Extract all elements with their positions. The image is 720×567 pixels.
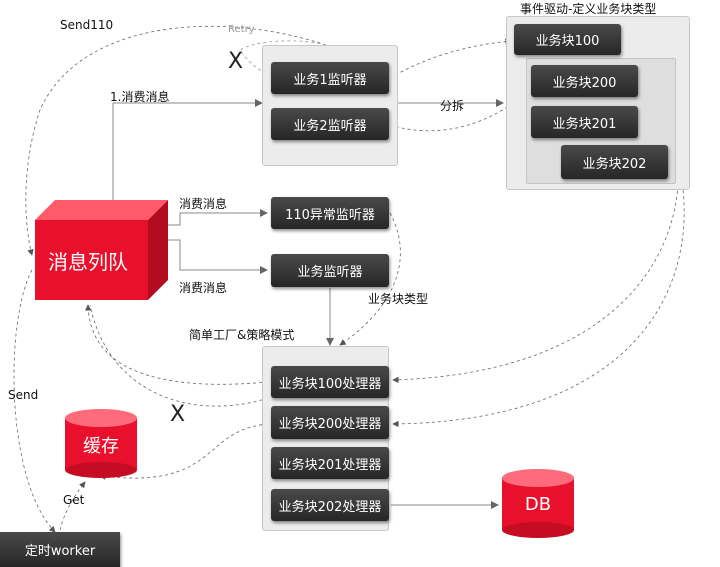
label-consume-a: 消费消息 (179, 197, 228, 211)
db-label: DB (524, 494, 552, 515)
processor-202[interactable]: 业务块202处理器 (271, 489, 389, 521)
listener-biz1[interactable]: 业务1监听器 (271, 62, 389, 94)
label-get: Get (63, 493, 85, 507)
processor-panel-title: 简单工厂&策略模式 (189, 328, 295, 342)
x-mark-retry: X (228, 49, 244, 74)
label-block-type: 业务块类型 (368, 292, 429, 306)
block-202[interactable]: 业务块202 (561, 145, 668, 179)
label-consume-1: 1.消费消息 (110, 90, 170, 104)
block-100[interactable]: 业务块100 (514, 24, 621, 55)
label-send110: Send110 (60, 18, 114, 32)
processor-100[interactable]: 业务块100处理器 (271, 366, 389, 398)
label-consume-b: 消费消息 (179, 281, 228, 295)
edge-l1-to-100 (389, 38, 512, 79)
edge-retry (239, 40, 327, 75)
block-201[interactable]: 业务块201 (531, 106, 638, 138)
worker-node[interactable]: 定时worker (0, 532, 120, 567)
message-queue-shape (35, 200, 168, 300)
processor-200[interactable]: 业务块200处理器 (271, 406, 389, 439)
edge-proc200-to-cache (99, 423, 269, 480)
processor-201[interactable]: 业务块201处理器 (271, 447, 389, 479)
edge-send (13, 269, 56, 533)
block-200[interactable]: 业务块200 (531, 65, 638, 97)
listener-biz2[interactable]: 业务2监听器 (271, 108, 389, 140)
x-mark-cache: X (170, 402, 186, 427)
mq-label: 消息列队 (48, 250, 128, 274)
edge-proc200-to-mq (89, 304, 269, 407)
db-cylinder (502, 469, 574, 538)
label-retry: Retry (228, 24, 255, 35)
edge-get (59, 481, 86, 531)
edge-consume-top (112, 99, 263, 200)
event-panel-title: 事件驱动-定义业务块类型 (520, 2, 657, 16)
edge-consume-biz (168, 239, 268, 274)
edge-proc100-to-mq (84, 304, 269, 385)
cache-cylinder (65, 409, 137, 478)
listener-110-exception[interactable]: 110异常监听器 (271, 197, 389, 229)
edge-consume-110 (168, 209, 268, 226)
label-send: Send (8, 388, 39, 402)
label-dispatch: 分拆 (440, 99, 465, 113)
listener-biz[interactable]: 业务监听器 (271, 254, 389, 287)
edge-send110 (25, 25, 327, 256)
cache-label: 缓存 (83, 436, 119, 457)
